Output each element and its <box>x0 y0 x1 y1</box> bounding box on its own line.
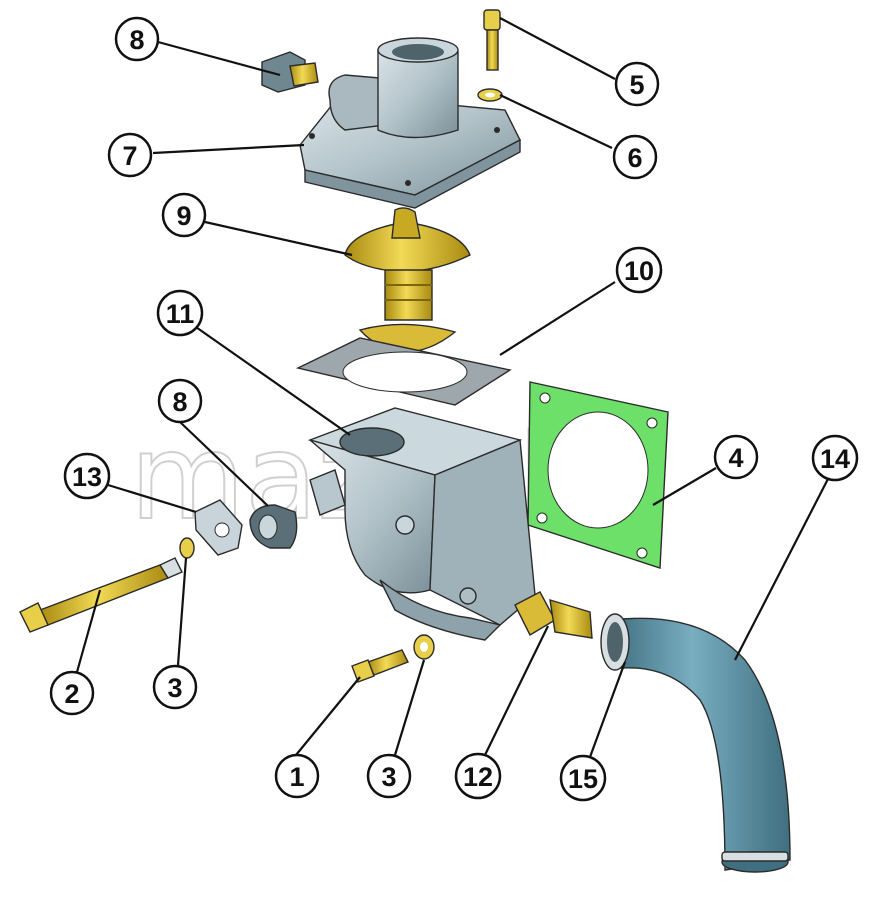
part-washer-bolt <box>413 634 435 660</box>
part-thermostat <box>344 207 471 353</box>
callout-6: 6 <box>612 134 658 180</box>
callout-14: 14 <box>811 434 859 482</box>
callout-13: 13 <box>63 452 111 500</box>
part-thermostat-cover <box>299 37 521 209</box>
callout-label: 9 <box>176 201 191 231</box>
part-green-gasket <box>527 381 669 569</box>
callout-3-lower: 3 <box>366 753 412 799</box>
callout-label: 13 <box>72 462 102 492</box>
part-hose-clamp <box>600 613 789 862</box>
callout-label: 12 <box>463 762 493 792</box>
part-fitting <box>514 591 593 639</box>
part-bracket <box>194 499 243 556</box>
leader-lines <box>75 17 831 758</box>
part-long-bolt <box>19 557 183 633</box>
callout-5: 5 <box>614 61 660 107</box>
part-short-bolt <box>351 649 409 683</box>
part-main-housing <box>307 407 536 641</box>
callout-10: 10 <box>615 246 663 294</box>
part-plug-top <box>261 51 319 93</box>
callout-8-lower: 8 <box>157 378 203 424</box>
callout-7: 7 <box>107 132 153 178</box>
callout-label: 8 <box>129 25 144 55</box>
part-hose <box>611 617 791 873</box>
callout-label: 3 <box>381 762 396 792</box>
callout-label: 11 <box>166 299 195 329</box>
part-washer-bracket <box>179 537 195 559</box>
part-washer-top <box>477 88 503 102</box>
callout-label: 14 <box>820 444 850 474</box>
callout-4: 4 <box>713 434 759 480</box>
callout-label: 8 <box>172 387 187 417</box>
callout-3-left: 3 <box>152 664 198 710</box>
callout-8-top: 8 <box>114 16 160 62</box>
callout-label: 3 <box>167 673 182 703</box>
callout-label: 7 <box>122 141 137 171</box>
callout-label: 5 <box>629 70 644 100</box>
callout-9: 9 <box>161 192 207 238</box>
callout-label: 15 <box>568 764 598 794</box>
callout-12: 12 <box>454 752 502 800</box>
part-upper-gasket <box>295 337 512 406</box>
callout-2: 2 <box>49 670 95 716</box>
callout-label: 1 <box>289 762 304 792</box>
part-sleeve <box>249 504 298 549</box>
callout-label: 4 <box>728 443 743 473</box>
callout-11: 11 <box>156 289 204 337</box>
part-bolt-top <box>483 9 501 71</box>
callout-label: 6 <box>627 143 642 173</box>
callout-1: 1 <box>274 753 320 799</box>
callout-15: 15 <box>559 754 607 802</box>
callout-label: 10 <box>624 256 654 286</box>
callout-label: 2 <box>64 679 79 709</box>
